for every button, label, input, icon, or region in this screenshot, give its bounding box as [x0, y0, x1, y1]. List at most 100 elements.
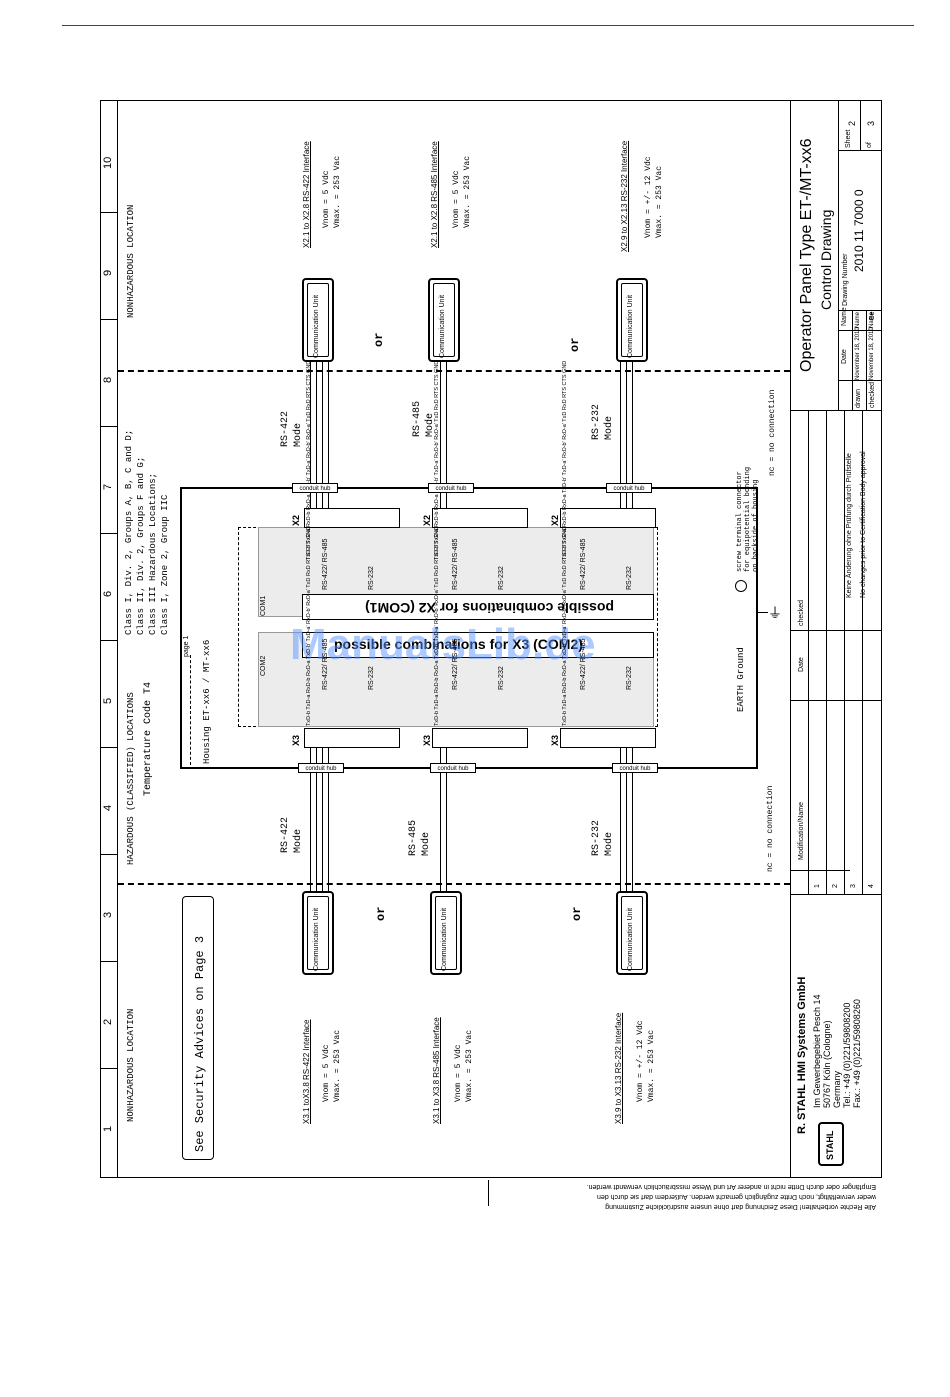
housing-boundary-dash [190, 655, 191, 765]
title-block-divider [790, 894, 882, 895]
mode-label: Mode [421, 831, 432, 856]
conduit-hub: conduit hub [292, 483, 338, 493]
copyright-line-1: Alle Rechte vorbehalten! Diese Zeichnung… [605, 1203, 876, 1210]
x2-label: X2 [422, 514, 432, 526]
mod-row-number: 3 [850, 884, 857, 888]
communication-unit-left-rs422: Communication Unit [302, 891, 334, 975]
earth-ground-icon: ⏚ [768, 605, 782, 621]
stahl-logo: STAHL [818, 1122, 844, 1166]
screw-note-1: screw terminal connector [736, 471, 744, 572]
grid-tick [100, 533, 117, 534]
title-block-divider [838, 100, 839, 410]
nc-note: nc = no connection [768, 389, 777, 476]
mod-header-name: Modification/Name [798, 802, 805, 860]
screw-terminal-icon [735, 580, 747, 592]
x2-rs232-label: RS-232 [626, 566, 633, 590]
grid-number: 6 [102, 590, 114, 597]
combo-x3-text: possible combinations for X3 (COM2) [334, 636, 583, 652]
grid-number: 8 [102, 376, 114, 383]
interface-vnom: Vnom = +/- 12 Vdc [644, 156, 653, 238]
grid-tick [100, 961, 117, 962]
interface-title: X3.1 toX3.8 RS-422 Interface [302, 1019, 311, 1124]
page-label: page 1 [183, 635, 190, 657]
wire [322, 360, 323, 508]
x2-rs42285-label: RS-422/ RS-485 [580, 538, 587, 590]
or-label: or [374, 906, 388, 921]
inner-frame-left [117, 100, 118, 1178]
wire [632, 748, 633, 894]
x3-rs42285-label: RS-422/ RS-485 [322, 638, 329, 690]
mode-label: Mode [293, 828, 304, 853]
copyright-line-3: Empfänger oder durch Dritte nicht in and… [586, 1183, 876, 1190]
x2-pin-labels: TxD-b TxD-a RxD-b RxD-a TxD-b' TxD-a' Rx… [306, 360, 312, 560]
company-address-2: 50767 Köln (Cologne) [822, 1020, 832, 1108]
grid-tick [100, 319, 117, 320]
wire [328, 360, 329, 508]
wire [446, 360, 447, 508]
housing-label: Housing ET-xx6 / MT-xx6 [202, 639, 212, 764]
communication-unit-left-rs232: Communication Unit [616, 891, 648, 975]
or-label: or [570, 906, 584, 921]
x2-rs42285-label: RS-422/ RS-485 [322, 538, 329, 590]
interface-vnom: Vnom = 5 Vdc [454, 1044, 463, 1102]
wire [310, 748, 311, 894]
mod-table-line [790, 870, 850, 871]
or-label: or [372, 332, 386, 347]
grid-tick [100, 640, 117, 641]
mod-table-line [862, 410, 863, 894]
mod-table-line [826, 410, 827, 894]
class-line-1: Class I, Div. 2, Groups A, B, C and D; [124, 429, 134, 635]
screw-note-2: for equipotential bonding [744, 466, 752, 572]
mode-label: RS-232 [591, 819, 602, 856]
mode-label: RS-485 [412, 400, 423, 437]
x3-label: X3 [291, 734, 301, 746]
mod-table-line [790, 630, 882, 631]
wire [620, 748, 621, 894]
mod-header-date: Date [798, 657, 805, 672]
wire [440, 360, 441, 508]
wire [626, 748, 627, 894]
interface-vmax: Vmax. = 253 Vac [333, 1029, 342, 1102]
communication-unit-left-rs485: Communication Unit [430, 891, 462, 975]
wire [626, 360, 627, 508]
mode-label: RS-422 [280, 816, 291, 853]
com1-label: COM1 [260, 595, 267, 616]
earth-ground-line [758, 612, 768, 613]
dc-name-header: Name [841, 307, 848, 326]
x2-label: X2 [550, 514, 560, 526]
grid-number: 9 [102, 269, 114, 276]
wire [632, 360, 633, 508]
sheet-divider [860, 100, 861, 150]
drawing-number: 2010 11 7000 0 [852, 189, 866, 272]
fold-mark [488, 1180, 489, 1206]
mod-row-number: 4 [868, 884, 875, 888]
wire [328, 748, 329, 894]
interface-vnom: Vnom = +/- 12 Vdc [636, 1020, 645, 1102]
interface-title: X2.1 to X2.8 RS-422 Interface [302, 141, 311, 248]
hazardous-label: HAZARDOUS (CLASSIFIED) LOCATIONS [126, 692, 136, 865]
wire [310, 360, 311, 508]
mod-header-checked: checked [798, 599, 805, 626]
communication-unit-right-rs422: Communication Unit [302, 278, 334, 362]
company-fax: Fax.: +49 (0)221/59808260 [852, 999, 862, 1108]
drawn-date: November 18, 2010 [855, 327, 861, 380]
sheet-number: 2 [847, 120, 857, 126]
grid-number: 2 [102, 1018, 114, 1025]
interface-vmax: Vmax. = 253 Vac [655, 165, 664, 238]
mod-table-line [808, 410, 809, 894]
grid-number: 5 [102, 697, 114, 704]
mode-label: RS-485 [408, 819, 419, 856]
grid-tick [100, 747, 117, 748]
note-en: No changes prior to Certification Body a… [860, 451, 867, 598]
conduit-hub: conduit hub [428, 483, 474, 493]
checked-date: November 18, 2010 [869, 327, 875, 380]
zone-boundary-right [118, 370, 790, 372]
class-line-2: Class II, Div. 2, Groups F and G; [136, 456, 146, 635]
conduit-hub: conduit hub [430, 763, 476, 773]
dc-table-line [852, 310, 853, 410]
conduit-hub: conduit hub [298, 763, 344, 773]
sheet-divider [838, 150, 882, 151]
interface-vmax: Vmax. = 253 Vac [465, 1029, 474, 1102]
of-number: 3 [866, 120, 876, 126]
dc-table-line [838, 380, 882, 381]
